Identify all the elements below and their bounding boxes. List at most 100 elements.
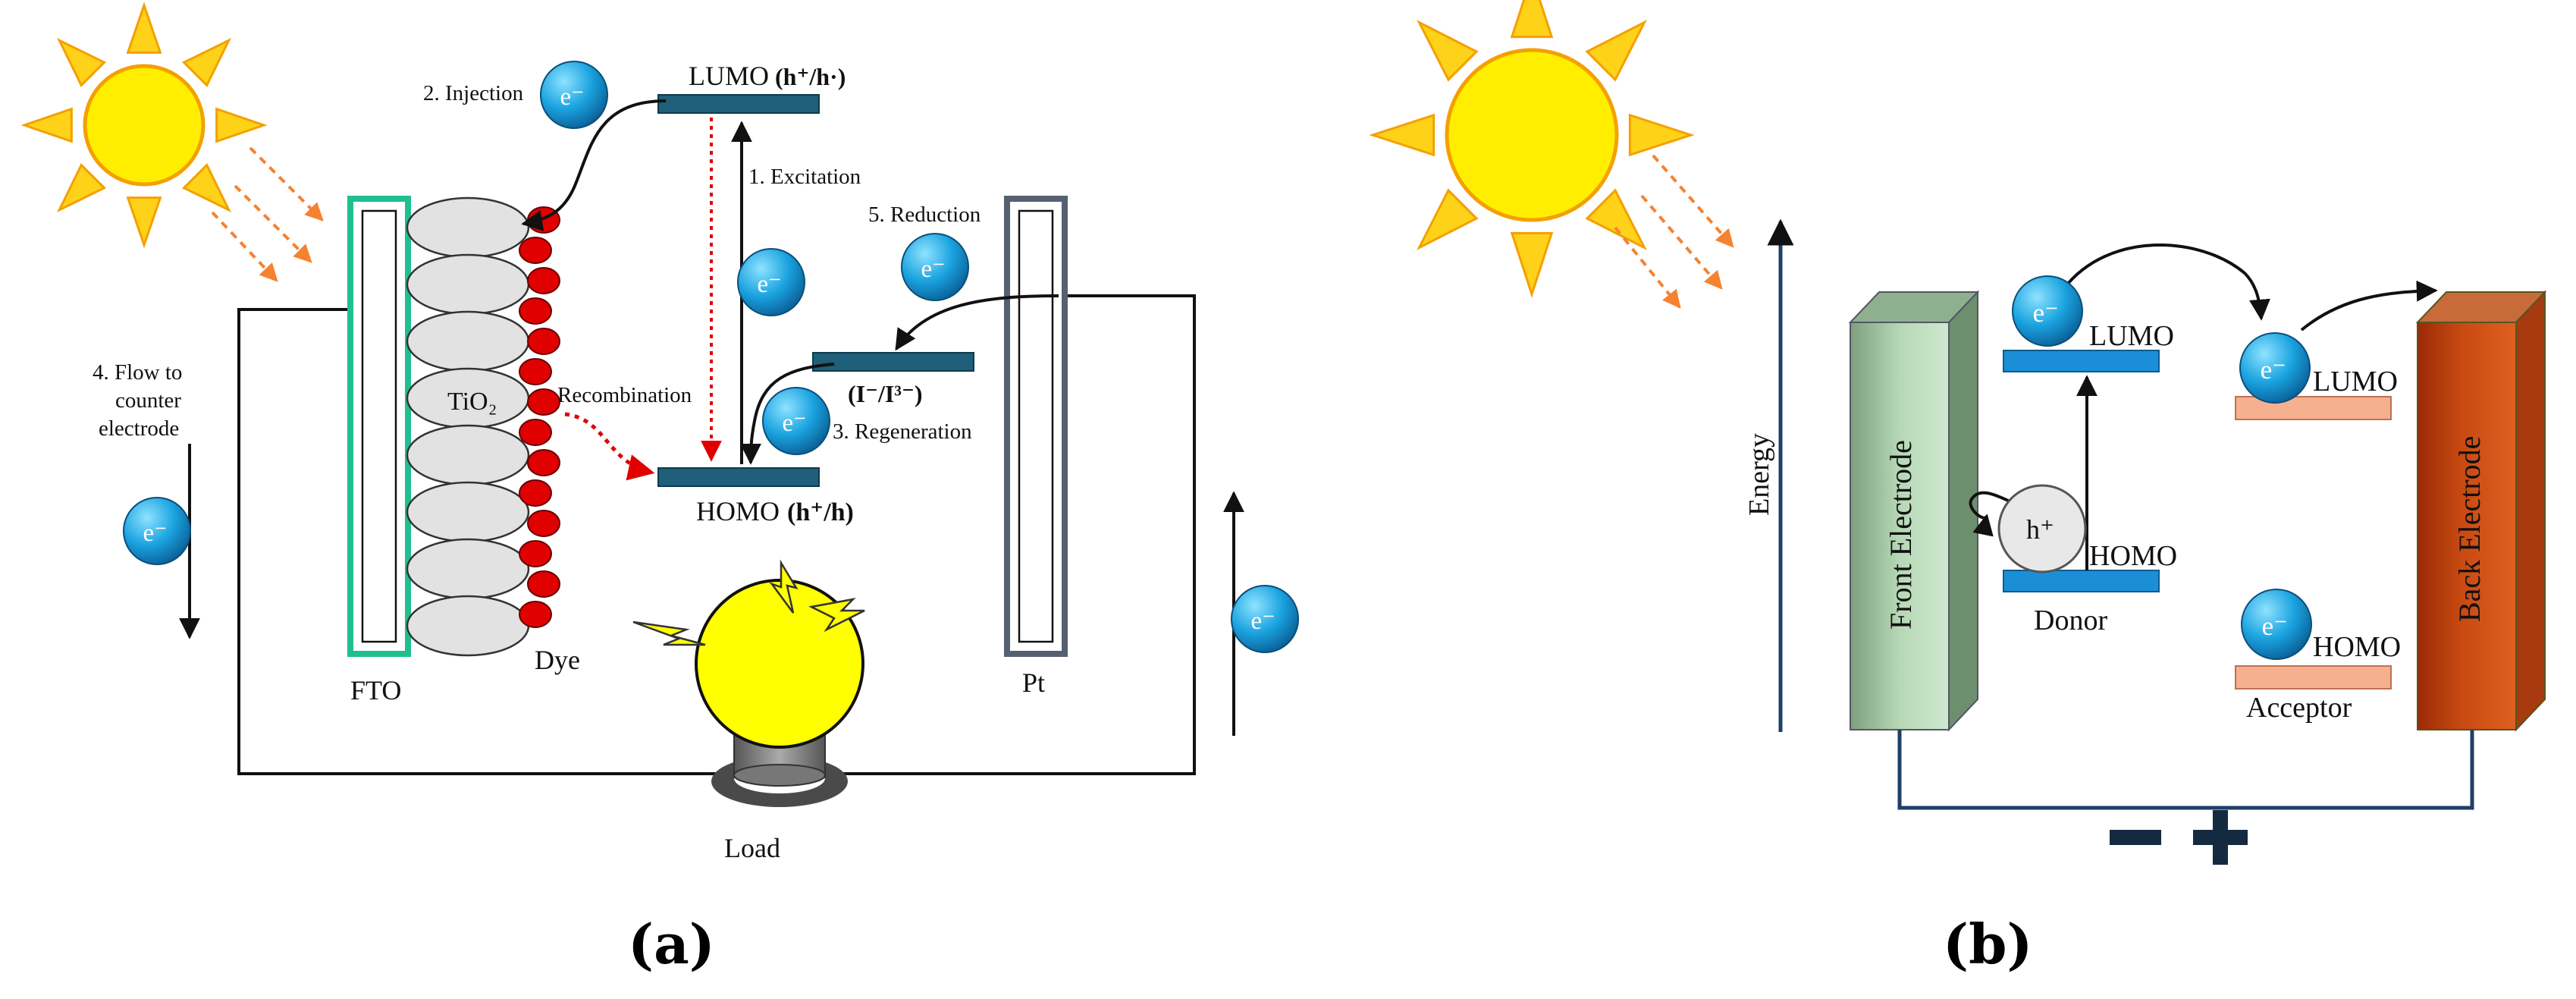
regeneration-label: 3. Regeneration xyxy=(833,419,972,444)
acceptor-homo-label: HOMO xyxy=(2313,631,2401,663)
sun-ray-b xyxy=(1585,20,1647,82)
tio2-particle xyxy=(406,310,530,372)
dye-molecule xyxy=(527,510,560,537)
tio2-particle xyxy=(406,481,530,543)
electron-icon: e⁻ xyxy=(2239,332,2311,404)
panel-a: e⁻ e⁻ e⁻ e⁻ e⁻ e⁻ 2. Injection LUMO(h⁺/h·) 1.… xyxy=(20,2,1299,976)
acceptor-lumo-bar xyxy=(2235,396,2392,420)
flow-label-line1: 4. Flow to xyxy=(93,360,182,385)
tio2-particle xyxy=(406,595,530,657)
sun-ray-b xyxy=(1510,0,1554,39)
process-arrows-b xyxy=(1969,243,2438,570)
electron-label: e⁻ xyxy=(758,271,782,298)
tio2-particle xyxy=(406,253,530,316)
dye-molecule xyxy=(527,449,560,476)
electron-label: e⁻ xyxy=(1251,608,1275,635)
dye-molecule xyxy=(519,479,552,507)
lumo-pair: (h⁺/h·) xyxy=(775,63,846,90)
dye-molecule xyxy=(527,328,560,355)
load-bulb-icon xyxy=(632,559,865,807)
light-arrows-b-icon xyxy=(1614,154,1734,309)
electron-icon: e⁻ xyxy=(901,233,969,301)
panel-a-labels: 2. Injection LUMO(h⁺/h·) 1. Excitation 5… xyxy=(93,61,1045,976)
sun-icon xyxy=(20,2,268,249)
sun-ray-b xyxy=(1417,188,1479,250)
electron-icon: e⁻ xyxy=(737,248,805,316)
donor-label: Donor xyxy=(2034,605,2107,636)
sun-ray xyxy=(57,162,107,212)
tio2-label: TiO₂ xyxy=(447,388,497,416)
sun-ray-b xyxy=(1510,231,1554,298)
sun-ray-b xyxy=(1628,113,1695,157)
sun-ray xyxy=(20,107,73,143)
tio2-particle xyxy=(406,424,530,486)
plus-sign xyxy=(2193,810,2248,865)
homo-level xyxy=(657,467,820,487)
pt-electrode xyxy=(1004,196,1068,657)
dye-molecule xyxy=(519,601,552,628)
electron-label: e⁻ xyxy=(2033,298,2059,328)
donor-lumo-bar xyxy=(2003,350,2160,372)
redox-level xyxy=(812,352,974,372)
sun-ray-b xyxy=(1585,188,1647,250)
reduction-label: 5. Reduction xyxy=(868,203,981,227)
sun-ray xyxy=(126,196,162,249)
redox-pair-label: (I⁻/I³⁻) xyxy=(848,380,922,407)
electron-icon: e⁻ xyxy=(2012,275,2083,347)
electron-icon: e⁻ xyxy=(540,61,608,129)
electrons-panel-b: e⁻ e⁻ e⁻ xyxy=(2012,275,2312,660)
back-electrode: Back Electrode xyxy=(2415,290,2547,732)
sun-ray xyxy=(57,38,107,88)
hole-particle: h⁺ xyxy=(1997,484,2087,573)
flow-label-line2: counter xyxy=(115,388,181,413)
dye-molecule xyxy=(519,419,552,446)
sun-ray-b xyxy=(1417,20,1479,82)
donor-lumo-label: LUMO xyxy=(2089,320,2174,352)
dye-molecule xyxy=(527,388,560,416)
electron-icon: e⁻ xyxy=(2241,589,2312,660)
electron-icon: e⁻ xyxy=(762,387,830,455)
electron-label: e⁻ xyxy=(921,256,946,283)
circuit-b xyxy=(1897,730,2474,810)
sun-ray-b xyxy=(1369,113,1435,157)
sun-icon-b xyxy=(1369,0,1695,298)
fto-electrode xyxy=(347,196,411,657)
tio2-layer xyxy=(406,196,530,657)
dye-molecule xyxy=(519,358,552,385)
tio2-particle xyxy=(406,196,530,259)
electrons-panel-a: e⁻ e⁻ e⁻ e⁻ e⁻ e⁻ xyxy=(123,61,1299,653)
light-arrows-icon xyxy=(211,146,324,282)
homo-label: HOMO(h⁺/h) xyxy=(696,496,854,526)
electron-label: e⁻ xyxy=(2261,355,2286,385)
hole-label: h⁺ xyxy=(2026,514,2054,545)
front-electrode: Front Electrode xyxy=(1848,290,1980,732)
recombination-arrow xyxy=(564,412,655,481)
sun-ray xyxy=(215,107,268,143)
tio2-particle xyxy=(406,538,530,600)
recombination-label: Recombination xyxy=(557,383,692,407)
flow-label-line3: electrode xyxy=(99,416,179,441)
back-electrode-label: Back Electrode xyxy=(2452,436,2487,622)
donor-homo-label: HOMO xyxy=(2089,540,2177,572)
electron-label: e⁻ xyxy=(143,520,168,547)
dye-molecule xyxy=(519,297,552,325)
dye-molecules xyxy=(519,206,560,628)
electron-label: e⁻ xyxy=(783,410,807,437)
dye-molecule xyxy=(527,267,560,294)
fto-label: FTO xyxy=(350,675,401,705)
load-label: Load xyxy=(724,833,780,863)
caption-a: (a) xyxy=(628,912,715,976)
dye-molecule xyxy=(527,570,560,598)
dye-molecule xyxy=(519,540,552,567)
electron-icon: e⁻ xyxy=(1231,585,1299,653)
energy-label: Energy xyxy=(1743,433,1775,516)
caption-b: (b) xyxy=(1943,912,2032,976)
acceptor-lumo-label: LUMO xyxy=(2313,366,2398,397)
homo-pair: (h⁺/h) xyxy=(787,498,854,526)
homo-text: HOMO xyxy=(696,496,780,526)
sun-ray xyxy=(126,2,162,54)
donor-homo-bar xyxy=(2003,570,2160,592)
electron-label: e⁻ xyxy=(2262,611,2288,641)
